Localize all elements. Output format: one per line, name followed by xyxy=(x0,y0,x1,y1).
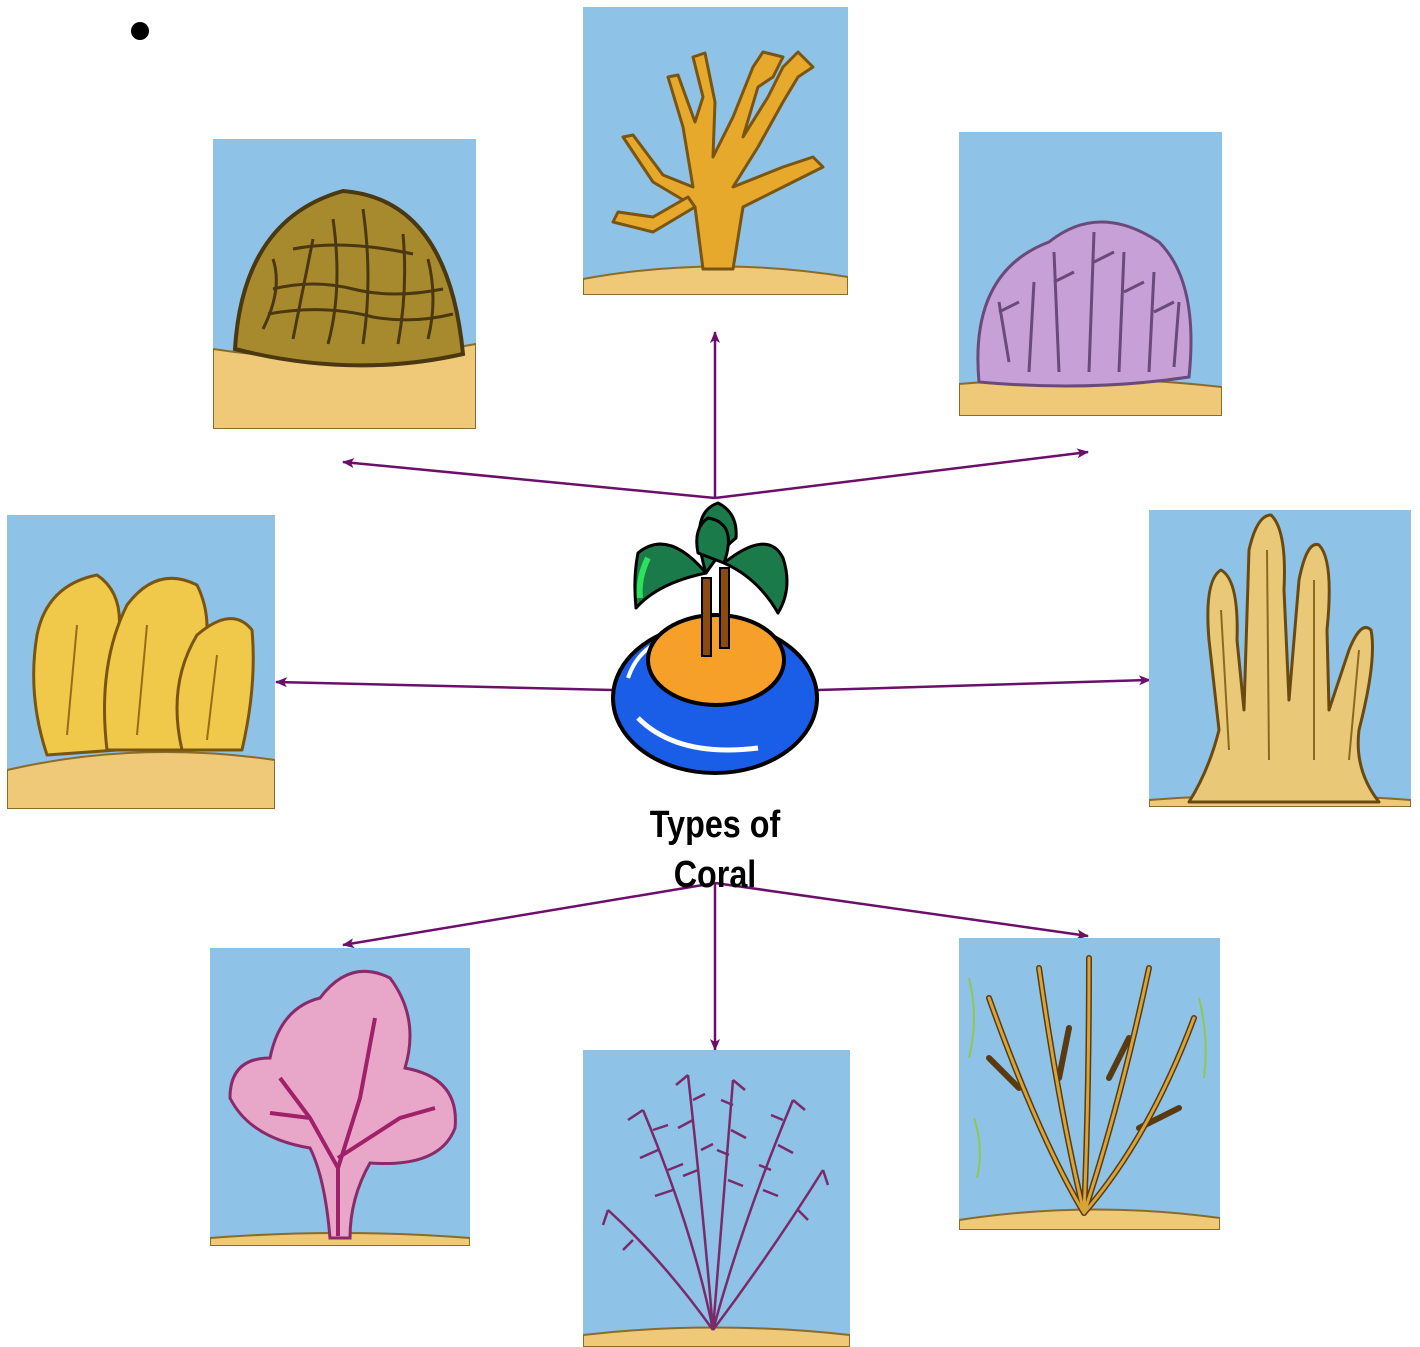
palm-island-icon xyxy=(608,498,822,790)
coral-card-top xyxy=(583,7,848,295)
coral-card-top-left xyxy=(213,139,476,429)
coral-card-bottom-left xyxy=(210,948,470,1246)
arrow-to-left xyxy=(276,682,612,690)
pillar-coral-icon xyxy=(1149,510,1411,807)
center-node xyxy=(608,498,822,790)
sea-whip-icon xyxy=(959,938,1220,1230)
coral-card-bottom xyxy=(583,1050,850,1347)
pink-sea-fan-icon xyxy=(210,948,470,1246)
center-label-line1: Types of xyxy=(617,800,813,850)
center-label-line2: Coral xyxy=(617,850,813,900)
purple-branching-coral-icon xyxy=(959,132,1222,416)
arrow-to-top-right xyxy=(715,452,1088,498)
sea-plume-icon xyxy=(583,1050,850,1347)
center-label: Types of Coral xyxy=(617,800,813,900)
elkhorn-coral-icon xyxy=(583,7,848,295)
coral-card-top-right xyxy=(959,132,1222,416)
coral-card-left xyxy=(7,515,275,809)
coral-card-bottom-right xyxy=(959,938,1220,1230)
coral-card-right xyxy=(1149,510,1411,807)
arrow-to-top-left xyxy=(343,462,715,498)
brain-coral-icon xyxy=(213,139,476,429)
lettuce-coral-icon xyxy=(7,515,275,809)
arrow-to-right xyxy=(818,680,1150,690)
